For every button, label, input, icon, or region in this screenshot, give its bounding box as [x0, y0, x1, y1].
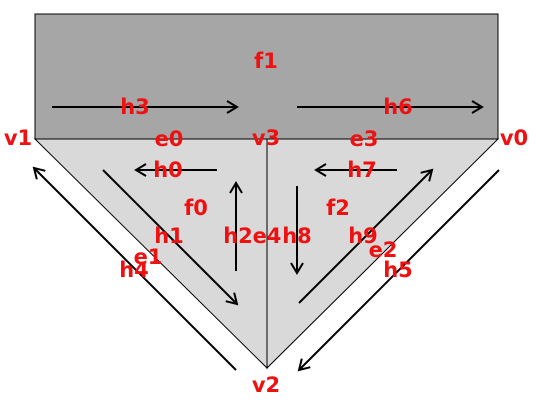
vertex-v2-label: v2 — [252, 373, 280, 397]
halfedge-h9-arrow — [298, 168, 434, 304]
face-f1-shape — [34, 13, 499, 140]
halfedge-h4-label: h4 — [119, 258, 149, 282]
edge-e2-label: e2 — [369, 238, 398, 262]
halfedge-h7-label: h7 — [347, 158, 377, 182]
halfedge-h1-arrow — [102, 169, 239, 306]
face-f2-label: f2 — [326, 196, 350, 220]
halfedge-h0-label: h0 — [153, 158, 183, 182]
halfedge-h5-arrow — [297, 169, 500, 372]
halfedge-h6-label: h6 — [383, 95, 413, 119]
edge-e0-label: e0 — [155, 127, 184, 151]
halfedge-h4-arrow — [32, 166, 237, 371]
edge-e1-label: e1 — [134, 245, 163, 269]
halfedge-h2-label: h2 — [223, 224, 253, 248]
face-f2-shape — [266, 138, 500, 370]
face-f0-label: f0 — [184, 196, 208, 220]
halfedge-h9-label: h9 — [348, 224, 378, 248]
halfedge-h8-label: h8 — [282, 224, 312, 248]
halfedge-h5-label: h5 — [383, 258, 413, 282]
edge-e3-label: e3 — [350, 127, 379, 151]
edge-e4-label: e4 — [253, 224, 282, 248]
halfedge-h1-label: h1 — [154, 224, 184, 248]
vertex-v1-label: v1 — [4, 126, 32, 150]
vertex-v3-label: v3 — [252, 126, 280, 150]
face-f1-label: f1 — [254, 49, 278, 73]
halfedge-h3-label: h3 — [120, 95, 150, 119]
vertex-v0-label: v0 — [500, 126, 528, 150]
